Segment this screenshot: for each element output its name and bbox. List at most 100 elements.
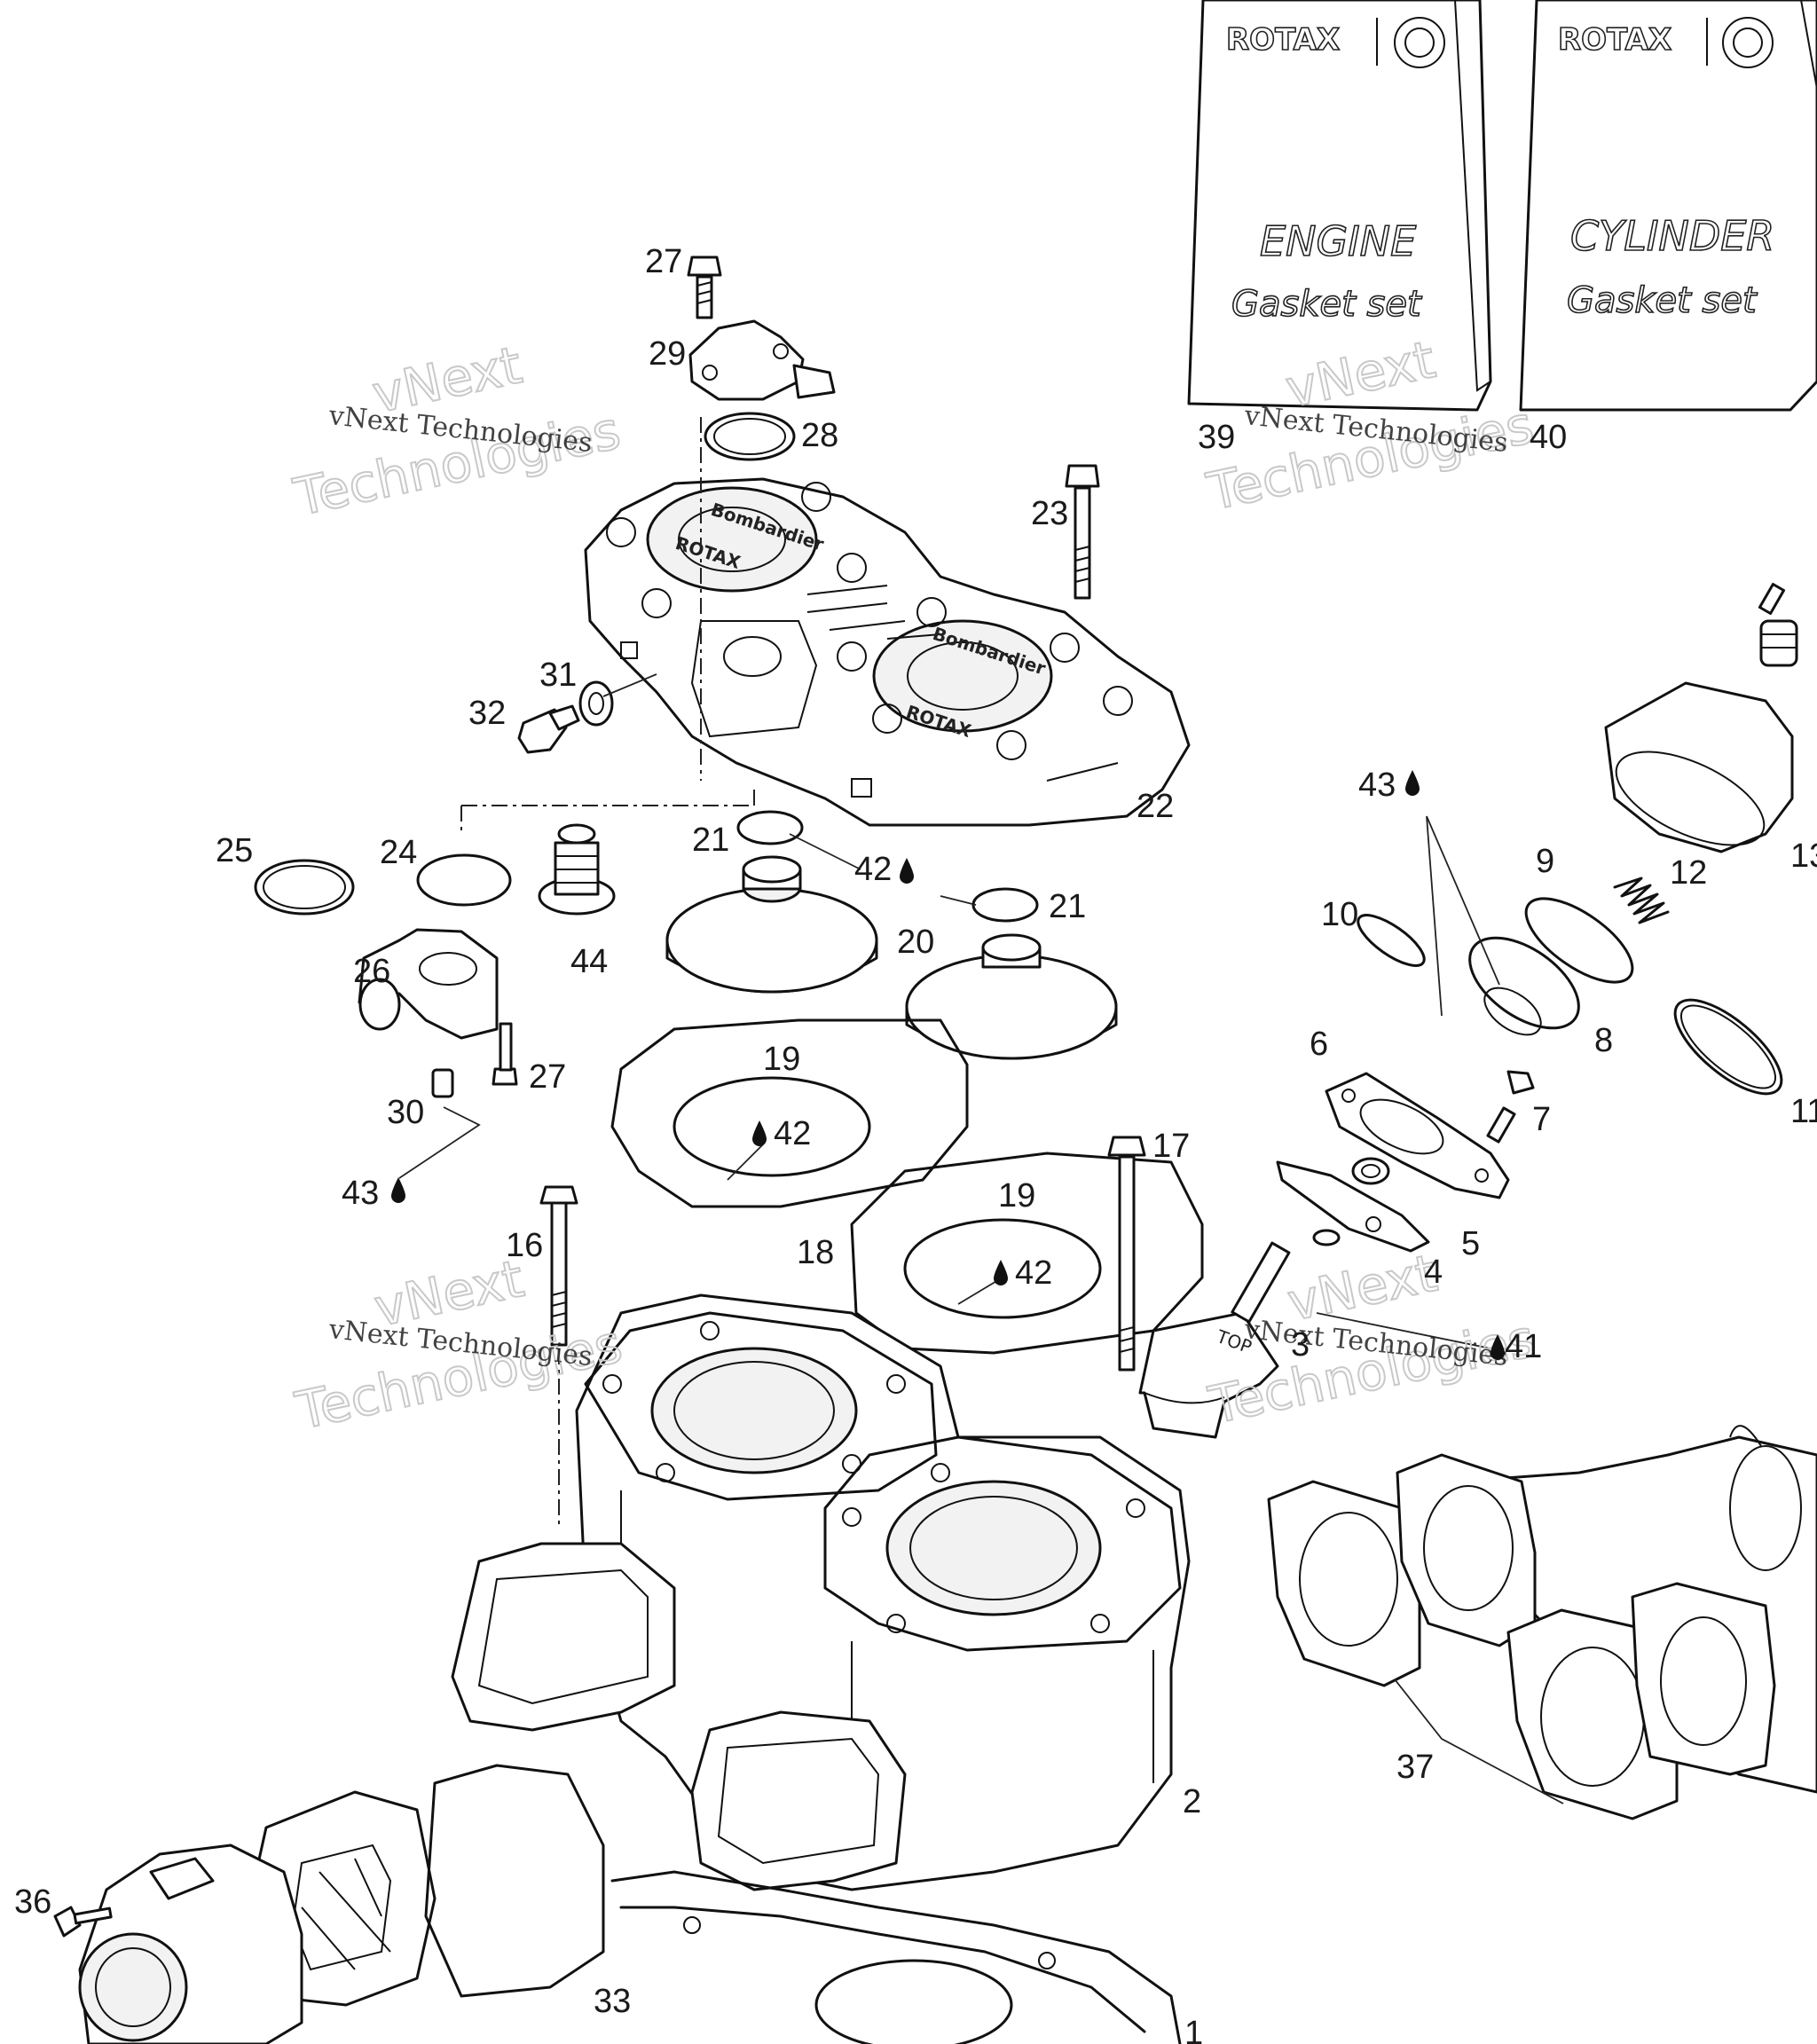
combustion-chamber-20-right[interactable] (905, 933, 1118, 1060)
callout-4[interactable]: 4 (1424, 1254, 1443, 1291)
callout-44[interactable]: 44 (570, 943, 608, 980)
cylinder-bag-title: CYLINDER (1570, 212, 1774, 260)
callout-42-mid[interactable]: 42 (774, 1115, 811, 1152)
callout-8[interactable]: 8 (1594, 1022, 1613, 1059)
callout-41[interactable]: 41 (1505, 1328, 1542, 1365)
o-ring-28[interactable] (704, 412, 796, 461)
callout-32[interactable]: 32 (468, 695, 506, 732)
leader-43-right (1426, 815, 1500, 1017)
callout-16[interactable]: 16 (506, 1227, 543, 1264)
valve-sleeve-3[interactable]: TOP (1138, 1229, 1341, 1439)
o-ring-21-left[interactable] (736, 810, 804, 845)
callout-21-right[interactable]: 21 (1049, 888, 1086, 925)
callout-33[interactable]: 33 (594, 1983, 631, 2020)
callout-19-left[interactable]: 19 (763, 1041, 800, 1078)
callout-5[interactable]: 5 (1461, 1225, 1480, 1262)
callout-43-left[interactable]: 43 (342, 1175, 379, 1212)
callout-18[interactable]: 18 (797, 1234, 834, 1271)
callout-43-right[interactable]: 43 (1358, 766, 1396, 804)
callout-36[interactable]: 36 (14, 1883, 51, 1921)
callout-19-right[interactable]: 19 (998, 1177, 1035, 1215)
screw-23[interactable] (1065, 464, 1100, 600)
callout-27[interactable]: 27 (645, 243, 682, 280)
outlet-elbow-26[interactable] (358, 928, 499, 1040)
brp-logo-icon (1722, 17, 1774, 68)
screw-36[interactable] (53, 1906, 113, 1938)
brp-logo-icon (1394, 17, 1445, 68)
leader-43-left (398, 1106, 481, 1179)
gasket-24[interactable] (416, 853, 512, 907)
callout-9[interactable]: 9 (1536, 843, 1554, 880)
callout-37[interactable]: 37 (1396, 1749, 1434, 1786)
sensor-30[interactable] (431, 1068, 454, 1098)
callout-12[interactable]: 12 (1670, 854, 1707, 892)
callout-42-lower[interactable]: 42 (1015, 1254, 1052, 1292)
plug-screw-32[interactable] (517, 704, 580, 754)
callout-21-left[interactable]: 21 (692, 822, 729, 859)
exhaust-gasket-37-d[interactable] (1631, 1582, 1776, 1776)
leader-42-top (789, 833, 977, 906)
o-ring-11[interactable] (1661, 984, 1796, 1109)
callout-1[interactable]: 1 (1184, 2015, 1203, 2044)
intake-manifold[interactable] (78, 1844, 303, 2044)
callout-23[interactable]: 23 (1031, 495, 1068, 532)
cylinder-block[interactable] (451, 1293, 1191, 1891)
callout-39[interactable]: 39 (1198, 419, 1235, 456)
callout-31[interactable]: 31 (539, 656, 577, 694)
callout-24[interactable]: 24 (380, 834, 417, 871)
o-ring-25[interactable] (254, 859, 355, 916)
gasket-4[interactable] (1276, 1160, 1430, 1253)
callout-17[interactable]: 17 (1152, 1128, 1190, 1165)
callout-25[interactable]: 25 (216, 832, 253, 869)
engine-gasket-set-bag[interactable]: ROTAX ENGINE Gasket set (1187, 0, 1492, 412)
screw-27-left[interactable] (492, 1022, 518, 1086)
callout-22[interactable]: 22 (1137, 788, 1174, 825)
screw-27-top[interactable] (687, 256, 722, 319)
sealing-ring-31[interactable] (578, 680, 614, 727)
svg-text:vNext: vNext (1282, 1243, 1442, 1333)
callout-20[interactable]: 20 (897, 924, 934, 961)
gasket-9[interactable] (1513, 883, 1645, 997)
combustion-chamber-20-left[interactable] (665, 855, 878, 994)
leader-42-mid (727, 1144, 764, 1181)
callout-40[interactable]: 40 (1530, 419, 1567, 456)
cylinder-gasket-set-bag[interactable]: ROTAX CYLINDER Gasket set (1519, 0, 1817, 412)
spring-12[interactable] (1613, 877, 1670, 924)
exhaust-gasket-37-a[interactable] (1267, 1480, 1421, 1687)
o-ring-21-right[interactable] (971, 887, 1039, 923)
assembly-axis-lines (460, 417, 755, 1526)
callout-6[interactable]: 6 (1310, 1026, 1328, 1063)
outlet-fitting-29[interactable] (688, 319, 836, 401)
valve-housing-6[interactable] (1325, 1072, 1510, 1199)
callout-2[interactable]: 2 (1183, 1783, 1201, 1820)
o-ring-10[interactable] (1351, 907, 1431, 975)
callout-13[interactable]: 13 (1790, 837, 1817, 875)
callout-29[interactable]: 29 (649, 335, 686, 373)
callout-30[interactable]: 30 (387, 1094, 424, 1131)
engine-bag-title: ENGINE (1260, 217, 1416, 265)
diaphragm-8[interactable] (1454, 920, 1594, 1047)
callout-28[interactable]: 28 (801, 417, 838, 454)
callout-7[interactable]: 7 (1532, 1101, 1551, 1138)
cylinder-head[interactable]: Bombardier ROTAX Bombardier ROTAX (584, 477, 1191, 827)
callout-3[interactable]: 3 (1291, 1326, 1310, 1364)
callout-27-left[interactable]: 27 (529, 1058, 566, 1096)
thermostat-44[interactable] (538, 823, 616, 916)
callout-26[interactable]: 26 (353, 953, 390, 990)
callout-42-top[interactable]: 42 (854, 851, 892, 888)
stud-17[interactable] (1107, 1136, 1146, 1372)
cylinder-bag-brand: ROTAX (1558, 22, 1671, 58)
valve-cover-13[interactable] (1603, 583, 1798, 865)
stud-16[interactable] (539, 1185, 578, 1347)
callout-11[interactable]: 11 (1790, 1093, 1817, 1130)
engine-bag-brand: ROTAX (1226, 22, 1340, 58)
screw-7[interactable] (1486, 1070, 1535, 1144)
seal-5[interactable] (1351, 1157, 1390, 1185)
base-gasket-1[interactable] (610, 1870, 1182, 2044)
callout-10[interactable]: 10 (1321, 896, 1358, 933)
cylinder-bag-subtitle: Gasket set (1567, 280, 1758, 321)
grease-drop-icon (994, 1260, 1008, 1285)
head-gasket-19-left[interactable] (610, 1018, 969, 1208)
grease-drop-icon (1491, 1334, 1505, 1360)
